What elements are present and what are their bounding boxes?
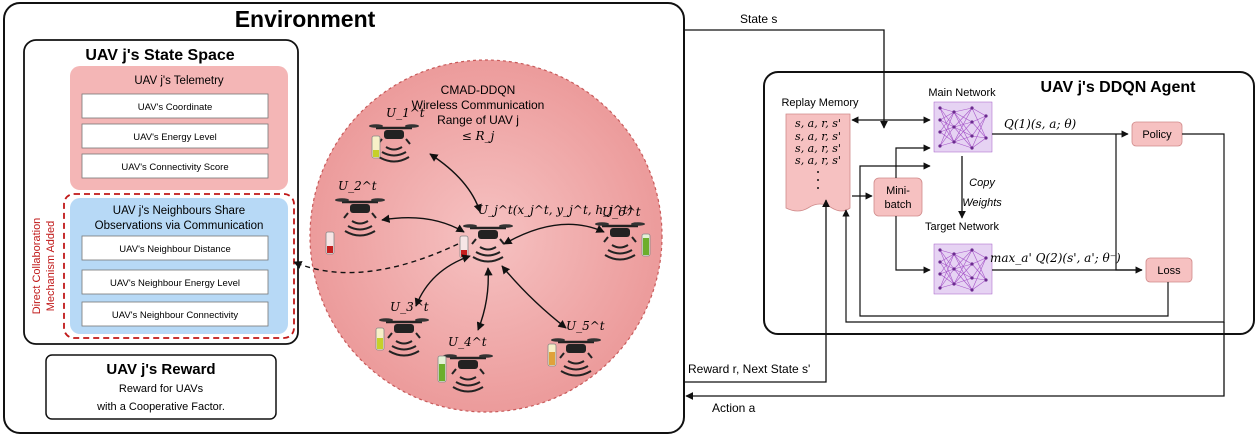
agent-box xyxy=(763,71,1255,335)
reward-box xyxy=(45,354,277,420)
neighbour-item-box xyxy=(81,301,269,327)
uav-5-battery-level xyxy=(549,352,555,365)
neighbours-title-line2: Observations via Communication xyxy=(95,220,264,232)
uav-j-battery-level xyxy=(461,250,467,257)
circle-label-2: Wireless Communication xyxy=(412,98,545,112)
main-network-label: Main Network xyxy=(928,87,996,99)
direct-collaboration-label-1: Direct Collaboration xyxy=(31,218,43,315)
loss-box xyxy=(1145,257,1193,283)
circle-label-3: Range of UAV j xyxy=(437,113,519,127)
uav-2-label: U_2^t xyxy=(338,179,377,193)
minibatch-label-2: batch xyxy=(885,199,912,211)
telemetry-item-box xyxy=(81,93,269,119)
state-space-title: UAV j's State Space xyxy=(85,47,234,64)
telemetry-title: UAV j's Telemetry xyxy=(134,75,224,87)
target-network-icon xyxy=(933,243,993,295)
uav-3-battery-level xyxy=(377,338,383,349)
loss-label: Loss xyxy=(1157,265,1181,277)
uav-6-battery-level xyxy=(643,238,649,255)
action-label: Action a xyxy=(712,401,756,415)
memory-row: s, a, r, s' xyxy=(795,154,841,167)
telemetry-item-coordinate: UAV's Coordinate xyxy=(138,102,213,113)
memory-row: s, a, r, s' xyxy=(795,130,841,143)
telemetry-item-box xyxy=(81,153,269,179)
neighbours-title-line1: UAV j's Neighbours Share xyxy=(113,205,245,217)
uav-1-battery-level xyxy=(373,150,379,157)
neighbour-item-distance: UAV's Neighbour Distance xyxy=(119,244,230,255)
direct-collaboration-dashed-box xyxy=(63,193,295,339)
memory-ellipsis xyxy=(817,171,819,189)
neighbour-item-connectivity: UAV's Neighbour Connectivity xyxy=(112,310,239,321)
uav-6-label: U_6^t xyxy=(602,205,641,219)
environment-title: Environment xyxy=(235,6,376,32)
neighbour-item-box xyxy=(81,269,269,295)
circle-label-1: CMAD-DDQN xyxy=(441,83,516,97)
env-agent-flows xyxy=(684,29,1225,400)
main-network-icon xyxy=(933,101,993,153)
reward-title: UAV j's Reward xyxy=(106,361,215,378)
telemetry-item-connectivity: UAV's Connectivity Score xyxy=(121,162,228,173)
communication-arrows xyxy=(381,153,605,331)
reward-line1: Reward for UAVs xyxy=(119,383,204,395)
memory-row: s, a, r, s' xyxy=(795,117,841,130)
uav-4-label: U_4^t xyxy=(448,335,487,349)
uav-j-label: U_j^t(x_j^t, y_j^t, h_j^t) xyxy=(478,203,633,217)
neighbours-panel xyxy=(70,198,288,334)
minibatch-box xyxy=(873,177,923,217)
q-main-label: Q(1)(s, a; θ) xyxy=(1004,117,1077,131)
neighbour-item-energy: UAV's Neighbour Energy Level xyxy=(110,278,240,289)
telemetry-item-box xyxy=(81,123,269,149)
direct-collaboration-arrow xyxy=(293,243,459,274)
agent-title: UAV j's DDQN Agent xyxy=(1041,79,1197,96)
telemetry-item-energy: UAV's Energy Level xyxy=(133,132,216,143)
minibatch-label-1: Mini- xyxy=(886,185,910,197)
uav-4-battery-level xyxy=(439,364,445,381)
uav-5-label: U_5^t xyxy=(566,319,605,333)
neighbour-item-box xyxy=(81,235,269,261)
uav-1-label: U_1^t xyxy=(386,106,425,120)
policy-label: Policy xyxy=(1142,129,1172,141)
reward-line2: with a Cooperative Factor. xyxy=(96,401,225,413)
q-target-label: max_a' Q(2)(s', a'; θ⁻) xyxy=(990,251,1121,265)
replay-memory-label: Replay Memory xyxy=(781,97,859,109)
memory-row: s, a, r, s' xyxy=(795,142,841,155)
uav-3-label: U_3^t xyxy=(390,300,429,314)
target-network-label: Target Network xyxy=(925,221,999,233)
reward-next-state-label: Reward r, Next State s' xyxy=(688,362,810,376)
circle-label-4: ≤ R_j xyxy=(462,129,495,143)
copy-weights-label-2: Weights xyxy=(962,197,1002,209)
state-label: State s xyxy=(740,12,777,26)
direct-collaboration-label-2: Mechanism Added xyxy=(45,221,57,312)
uav-2-battery-level xyxy=(327,246,333,253)
copy-weights-label-1: Copy xyxy=(969,177,996,189)
